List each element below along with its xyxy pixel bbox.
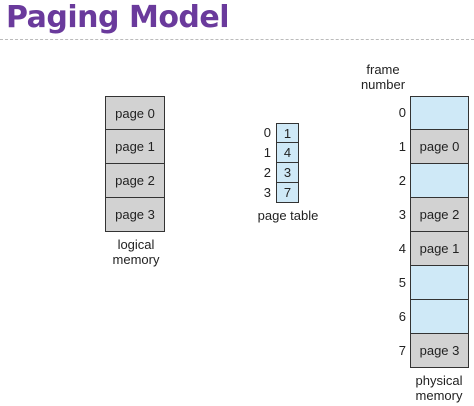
frame-number: 2 [398, 173, 406, 188]
frame-header-line: frame [366, 62, 400, 77]
frame-number-header: frame number [352, 62, 414, 92]
page-table-entry: 3 [276, 163, 299, 183]
page-table: 1 4 3 7 [276, 123, 299, 203]
page-table-indices: 0 1 2 3 [257, 123, 271, 203]
physical-frame: page 0 [410, 130, 469, 164]
page-table-index: 2 [263, 165, 271, 180]
page-table-index: 1 [263, 145, 271, 160]
frame-header-line: number [360, 77, 406, 92]
physical-frame: page 3 [410, 334, 469, 368]
physical-memory-caption: physical memory [405, 373, 473, 403]
frame-number: 7 [398, 343, 406, 358]
physical-memory: page 0 page 2 page 1 page 3 [410, 96, 469, 368]
page-table-entry: 1 [276, 123, 299, 143]
page-table-caption: page table [257, 208, 319, 223]
physical-frame [410, 266, 469, 300]
frame-number: 4 [398, 241, 406, 256]
frame-number: 3 [398, 207, 406, 222]
page-table-entry: 7 [276, 183, 299, 203]
frame-number: 5 [398, 275, 406, 290]
frame-number: 6 [398, 309, 406, 324]
page-table-index: 3 [263, 185, 271, 200]
logical-page: page 1 [105, 130, 165, 164]
physical-caption-line: memory [415, 388, 463, 403]
physical-caption-line: physical [415, 373, 463, 388]
logical-memory-caption: logical memory [98, 237, 174, 267]
title-divider [0, 39, 474, 40]
logical-page: page 3 [105, 198, 165, 232]
physical-frame: page 1 [410, 232, 469, 266]
logical-memory: page 0 page 1 page 2 page 3 [105, 96, 165, 232]
frame-number: 1 [398, 139, 406, 154]
logical-page: page 0 [105, 96, 165, 130]
physical-frame: page 2 [410, 198, 469, 232]
frame-numbers: 0 1 2 3 4 5 6 7 [386, 96, 406, 368]
page-table-entry: 4 [276, 143, 299, 163]
physical-frame [410, 96, 469, 130]
frame-number: 0 [398, 105, 406, 120]
page-title: Paging Model [6, 0, 230, 35]
logical-caption-line: logical [117, 237, 155, 252]
physical-frame [410, 300, 469, 334]
page-table-index: 0 [263, 125, 271, 140]
logical-caption-line: memory [112, 252, 160, 267]
logical-page: page 2 [105, 164, 165, 198]
physical-frame [410, 164, 469, 198]
